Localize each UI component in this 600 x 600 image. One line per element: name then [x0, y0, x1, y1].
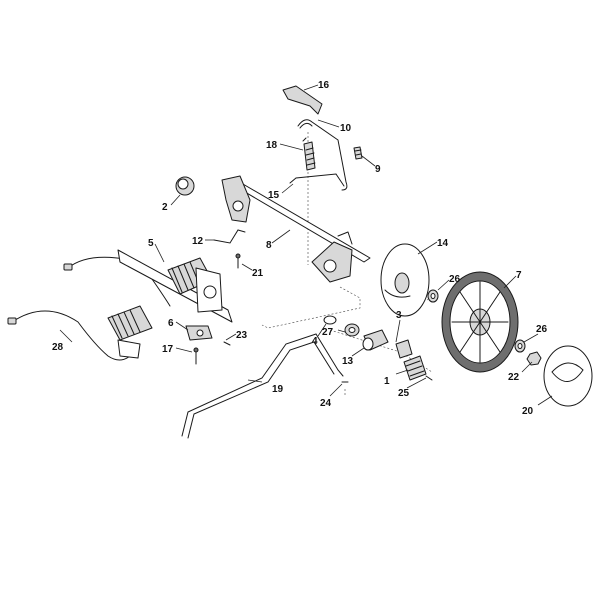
callout-5: 5: [148, 238, 154, 249]
callout-1: 1: [384, 376, 390, 387]
part-4-washer: [323, 315, 337, 325]
part-17-screw: [193, 347, 199, 365]
callout-23: 23: [236, 330, 248, 341]
callout-6: 6: [168, 318, 174, 329]
part-23-pin: [223, 341, 231, 346]
part-15-rod: [289, 173, 345, 187]
part-25-pin: [425, 375, 433, 381]
part-10-wire-bracket: [297, 119, 348, 191]
callout-7: 7: [516, 270, 522, 281]
callout-21: 21: [252, 268, 264, 279]
part-6-bracket: [185, 325, 213, 341]
part-3-pawl: [395, 339, 413, 359]
leader-lines: [59, 84, 553, 406]
callout-8: 8: [266, 240, 272, 251]
part-14-wheel-disc: [380, 243, 430, 317]
callout-26-b: 26: [536, 324, 548, 335]
part-22-nut: [526, 351, 542, 366]
part-28-gear-unit: [7, 305, 153, 361]
part-26-washer-2: [514, 339, 526, 353]
part-12-wire: [213, 229, 246, 244]
callout-24: 24: [320, 398, 332, 409]
callout-4: 4: [312, 336, 318, 347]
callout-16: 16: [318, 80, 330, 91]
part-9-spring: [353, 146, 363, 160]
callout-18: 18: [266, 140, 278, 151]
callout-20: 20: [522, 406, 534, 417]
part-7-wheel: [441, 271, 519, 373]
callout-2: 2: [162, 202, 168, 213]
callout-13: 13: [342, 356, 354, 367]
callout-labels: 16 10 18 9 15 2 12 8 21 14 5 26 7 6 23 4…: [52, 80, 548, 417]
callout-14: 14: [437, 238, 449, 249]
part-5-gear-unit: [63, 249, 233, 323]
part-26-washer: [427, 289, 439, 303]
part-13-clutch: [362, 329, 389, 351]
part-18-spring: [302, 137, 316, 171]
part-16-lever: [282, 85, 323, 115]
callout-27: 27: [322, 327, 334, 338]
callout-25: 25: [398, 388, 410, 399]
callout-26: 26: [449, 274, 461, 285]
part-21-pin: [235, 253, 241, 269]
callout-10: 10: [340, 123, 352, 134]
callout-12: 12: [192, 236, 204, 247]
part-2-bushing: [175, 176, 195, 196]
part-1-pinion: [403, 355, 427, 381]
callout-22: 22: [508, 372, 520, 383]
callout-28: 28: [52, 342, 64, 353]
callout-15: 15: [268, 190, 280, 201]
part-8-axle: [221, 175, 371, 283]
callout-17: 17: [162, 344, 174, 355]
part-27-bushing: [344, 323, 360, 337]
callout-19: 19: [272, 384, 284, 395]
part-20-hub-cap: [543, 345, 593, 407]
callout-3: 3: [396, 310, 402, 321]
callout-9: 9: [375, 164, 381, 175]
part-19-lever-rod: [181, 333, 344, 439]
